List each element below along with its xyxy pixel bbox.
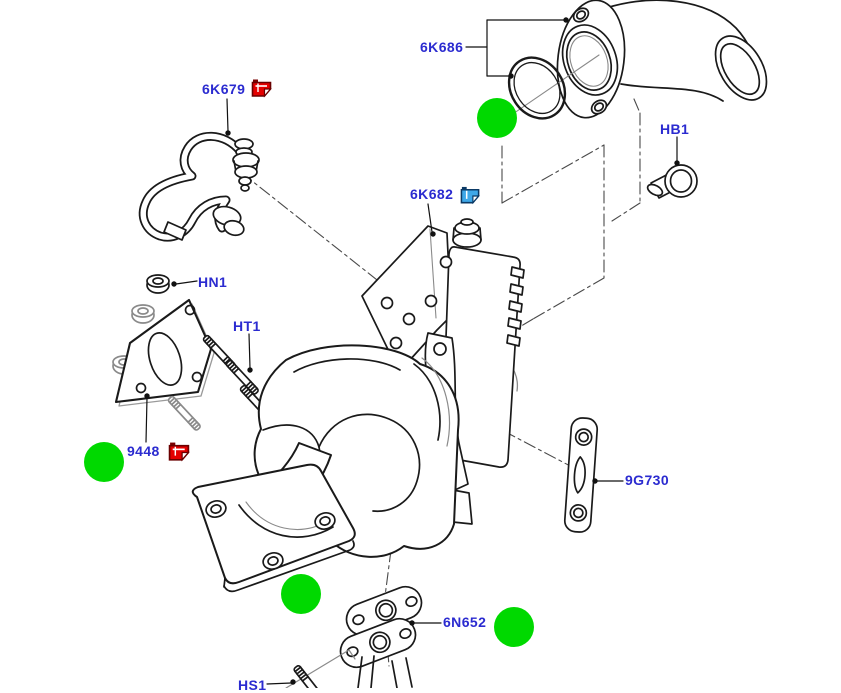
- part-label-hn1[interactable]: HN1: [198, 274, 228, 290]
- hotspot-marker-2[interactable]: [84, 442, 124, 482]
- hotspot-marker-3[interactable]: [281, 574, 321, 614]
- part-label-6k686[interactable]: 6K686: [420, 39, 464, 55]
- service-flag-red-icon[interactable]: [251, 79, 273, 104]
- part-label-ht1[interactable]: HT1: [233, 318, 261, 334]
- part-label-9g730[interactable]: 9G730: [625, 472, 670, 488]
- service-flag-red-icon-2[interactable]: [168, 442, 191, 468]
- hotspot-marker-4[interactable]: [494, 607, 534, 647]
- part-label-hs1[interactable]: HS1: [238, 677, 267, 693]
- hotspot-marker-1[interactable]: [477, 98, 517, 138]
- part-label-6k679[interactable]: 6K679: [202, 81, 246, 97]
- part-hb1-bolt: [646, 164, 698, 199]
- part-label-9448[interactable]: 9448: [127, 443, 160, 459]
- part-label-6n652[interactable]: 6N652: [443, 614, 487, 630]
- part-oil-feed-pipe: [138, 131, 260, 242]
- part-turbocharger-body: [191, 344, 460, 593]
- part-elbow-flange: [503, 0, 626, 121]
- part-label-hb1[interactable]: HB1: [660, 121, 690, 137]
- part-oil-drain-gaskets: [285, 585, 423, 688]
- part-label-6k682[interactable]: 6K682: [410, 186, 454, 202]
- part-9g730-gasket: [563, 417, 599, 533]
- part-inlet-gasket: [114, 298, 215, 407]
- part-intake-elbow-pipe: [605, 0, 768, 108]
- part-o-ring-seal: [507, 56, 567, 120]
- part-hs1-stud: [293, 665, 320, 688]
- service-flag-blue-icon[interactable]: [460, 185, 481, 212]
- leader-lines: [144, 17, 680, 685]
